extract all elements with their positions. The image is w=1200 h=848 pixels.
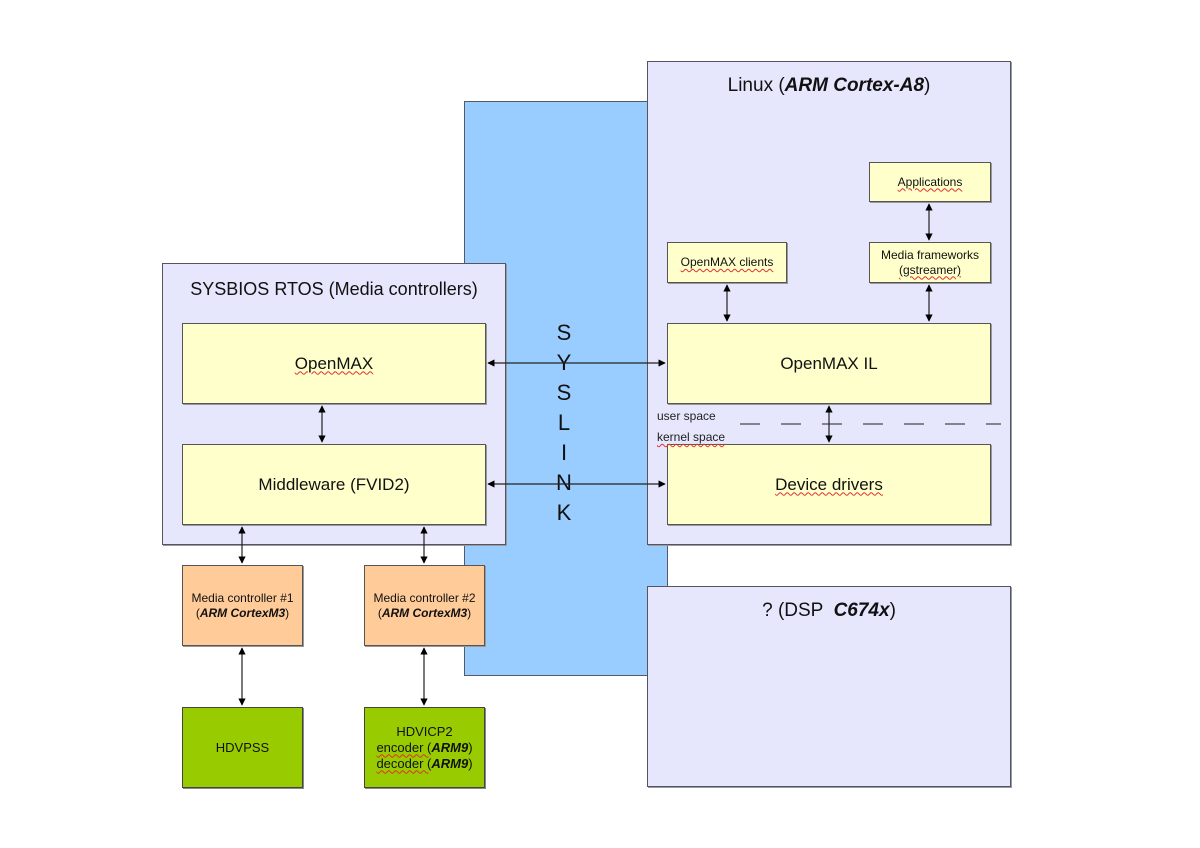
syslink-letter: L xyxy=(557,410,571,435)
media-frameworks-box: Media frameworks (gstreamer) xyxy=(869,242,991,283)
syslink-letter: K xyxy=(556,500,572,525)
middleware-box: Middleware (FVID2) xyxy=(182,444,486,525)
linux-title: Linux (ARM Cortex-A8) xyxy=(727,75,931,96)
openmax-il-box: OpenMAX IL xyxy=(667,323,991,404)
syslink-letter: I xyxy=(560,440,568,465)
user-space-label: user space xyxy=(657,409,716,423)
dsp-title: ? (DSP C674x) xyxy=(762,600,896,621)
dsp-container: ? (DSP C674x) xyxy=(647,586,1011,787)
sysbios-title: SYSBIOS RTOS (Media controllers) xyxy=(190,279,478,299)
hdvpss-box: HDVPSS xyxy=(182,707,303,788)
device-drivers-box: Device drivers xyxy=(667,444,991,525)
syslink-letter: S xyxy=(556,320,572,345)
media-controller-2: Media controller #2 (ARM CortexM3) xyxy=(364,565,485,646)
syslink-letter: Y xyxy=(556,350,572,375)
syslink-letter: S xyxy=(556,380,572,405)
hdvicp2-box: HDVICP2 encoder (ARM9) decoder (ARM9) xyxy=(364,707,485,788)
syslink-letter: N xyxy=(556,470,572,495)
kernel-space-label: kernel space xyxy=(657,430,726,444)
media-controller-1: Media controller #1 (ARM CortexM3) xyxy=(182,565,303,646)
openmax-box: OpenMAX xyxy=(182,323,486,404)
syslink-label: S Y S L I N K xyxy=(549,318,579,528)
applications-box: Applications xyxy=(869,162,991,202)
openmax-clients-box: OpenMAX clients xyxy=(667,242,787,283)
